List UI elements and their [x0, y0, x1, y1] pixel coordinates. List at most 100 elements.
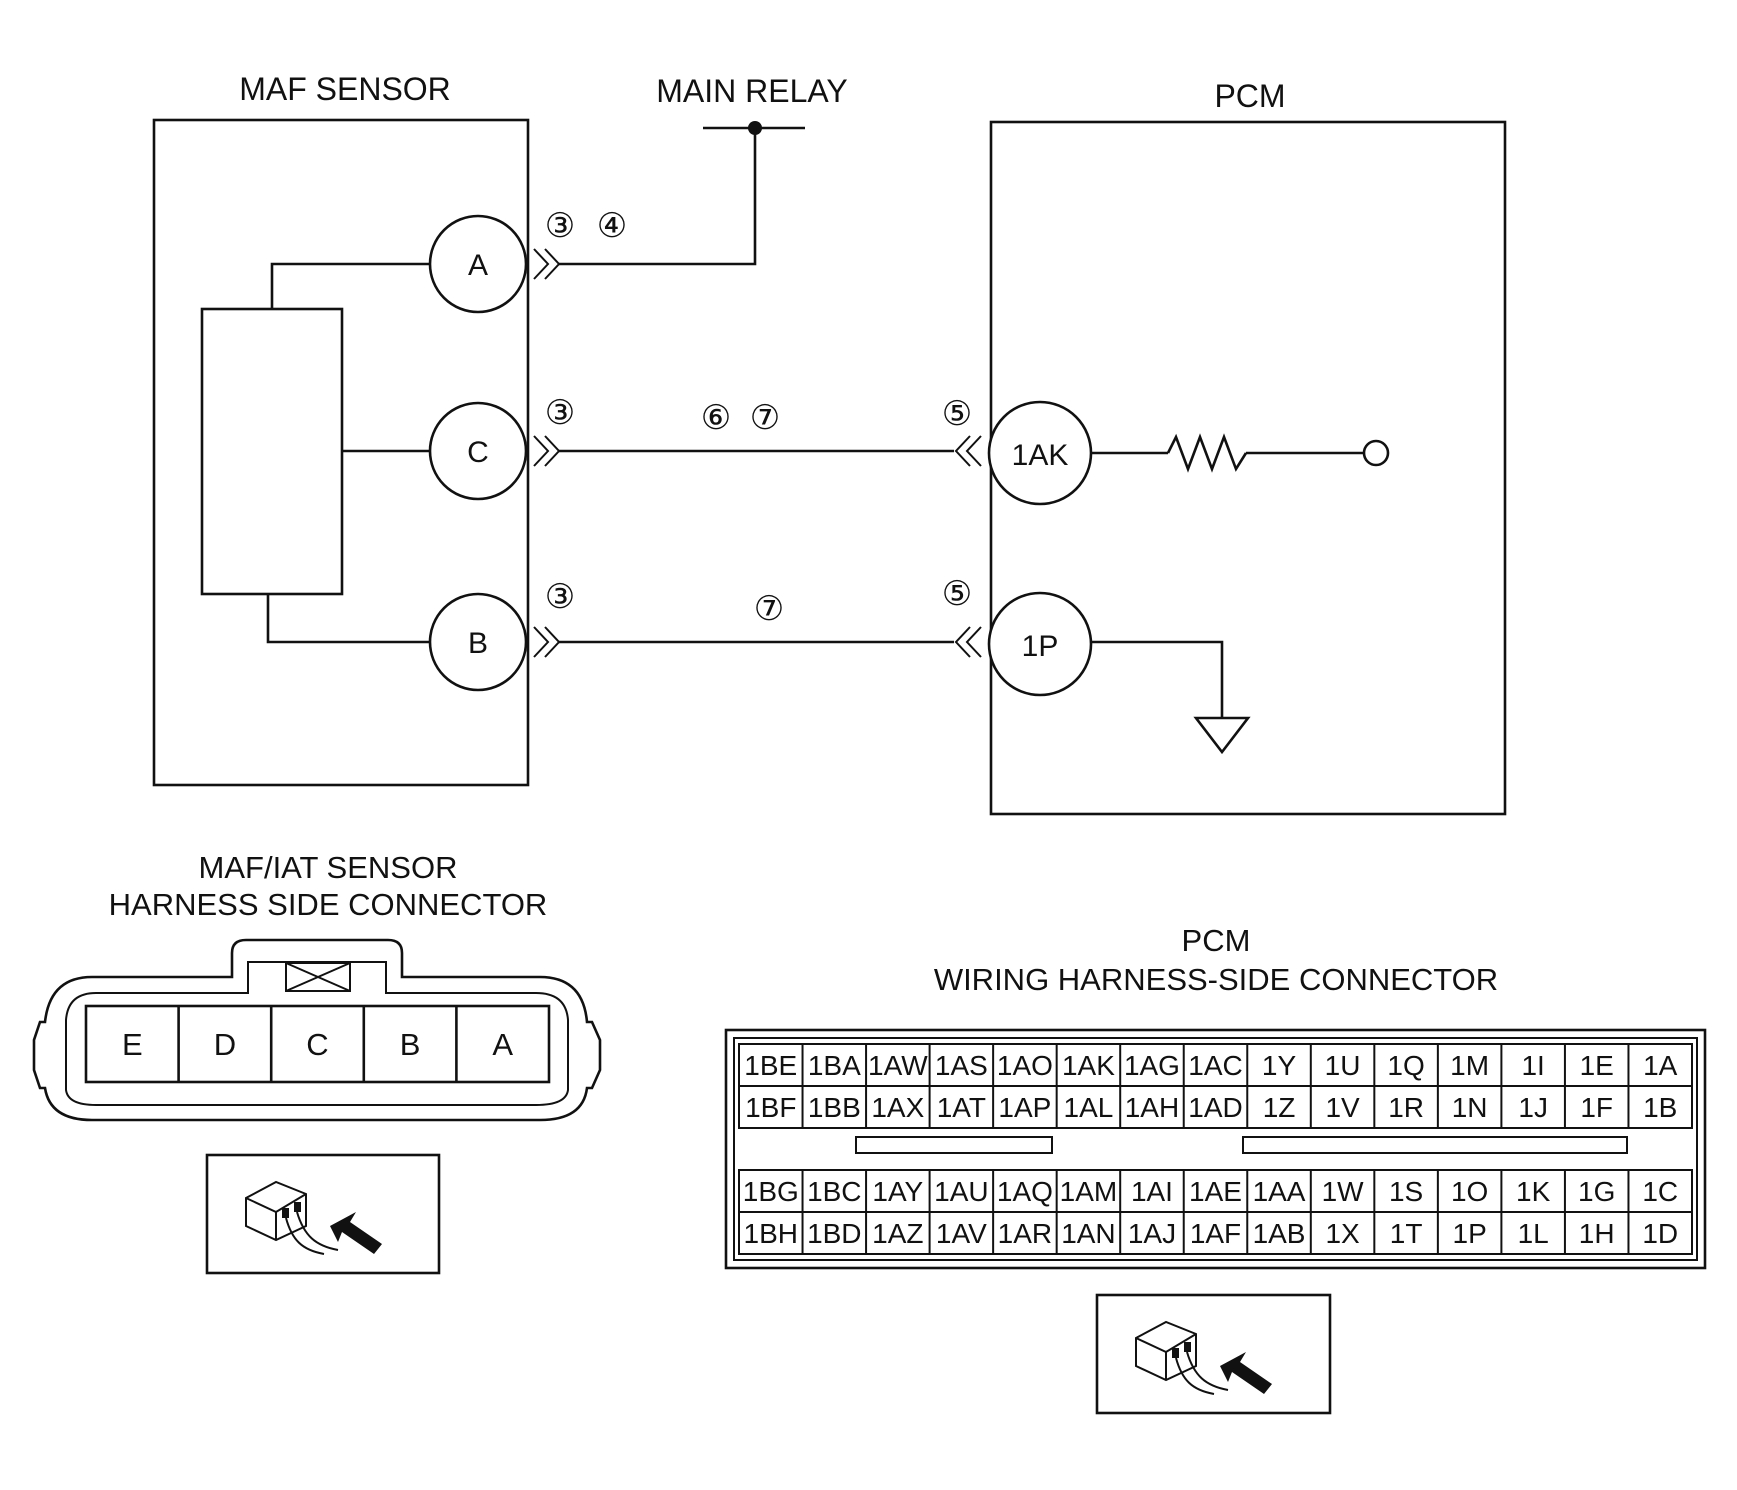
- pcm-connector-pin-1w: 1W: [1322, 1176, 1365, 1207]
- ref-3-c: ③: [545, 394, 575, 432]
- pcm-connector-pin-1d: 1D: [1642, 1218, 1678, 1249]
- ref-3-a: ③: [545, 207, 575, 245]
- maf-sensor-title: MAF SENSOR: [239, 71, 451, 107]
- ground-icon: [1193, 716, 1251, 755]
- resistor-icon: [1166, 433, 1248, 473]
- pcm-connector-mark-1ak: [954, 435, 982, 467]
- pcm-connector-title-line2: WIRING HARNESS-SIDE CONNECTOR: [934, 962, 1498, 997]
- wire-main-relay-to-a: [559, 128, 757, 266]
- pcm-connector-pin-1k: 1K: [1516, 1176, 1551, 1207]
- pcm-connector-pin-1bg: 1BG: [743, 1176, 799, 1207]
- pcm-connector-pin-1bh: 1BH: [744, 1218, 798, 1249]
- maf-connector-title-line1: MAF/IAT SENSOR: [199, 850, 458, 885]
- maf-connector-mark-b: [533, 626, 561, 658]
- pcm-connector-pin-1ap: 1AP: [998, 1092, 1051, 1123]
- pcm-connector-view-box: [1095, 1293, 1332, 1415]
- pcm-connector-pin-1af: 1AF: [1190, 1218, 1241, 1249]
- pcm-connector-pin-1aa: 1AA: [1253, 1176, 1306, 1207]
- maf-connector-pin-b: B: [400, 1027, 421, 1062]
- maf-connector-pin-c: C: [306, 1027, 328, 1062]
- pcm-connector-pin-1ab: 1AB: [1253, 1218, 1306, 1249]
- pcm-connector-pin-1n: 1N: [1452, 1092, 1488, 1123]
- pcm-connector-pin-1r: 1R: [1388, 1092, 1424, 1123]
- ref-7-c: ⑦: [750, 399, 780, 437]
- maf-terminal-a: A: [428, 214, 528, 314]
- pcm-terminal-1p: 1P: [987, 591, 1093, 697]
- maf-terminal-b: B: [428, 592, 528, 692]
- ref-4-a: ④: [597, 207, 627, 245]
- ref-3-b: ③: [545, 578, 575, 616]
- pcm-connector-pin-1av: 1AV: [936, 1218, 987, 1249]
- pcm-wire-1p-ground: [1091, 640, 1224, 718]
- maf-connector-pin-a: A: [492, 1027, 513, 1062]
- maf-connector-mark-a: [533, 248, 561, 280]
- pcm-connector-pin-1ae: 1AE: [1189, 1176, 1242, 1207]
- pcm-terminal-1ak: 1AK: [987, 400, 1093, 506]
- pcm-connector-pin-1f: 1F: [1580, 1092, 1613, 1123]
- pcm-connector-pin-1as: 1AS: [935, 1050, 988, 1081]
- pcm-connector-pin-1m: 1M: [1450, 1050, 1489, 1081]
- pcm-connector-pin-1g: 1G: [1578, 1176, 1615, 1207]
- maf-terminal-a-label: A: [468, 249, 488, 282]
- pcm-terminal-1ak-label: 1AK: [1012, 439, 1069, 472]
- maf-connector-view-box: [205, 1153, 441, 1275]
- pcm-terminal-1p-label: 1P: [1022, 630, 1059, 663]
- maf-internal-wire-a: [270, 262, 430, 309]
- pcm-connector-pin-1ad: 1AD: [1188, 1092, 1242, 1123]
- connector-view-icon: [245, 1180, 382, 1255]
- pcm-connector-pin-1ax: 1AX: [871, 1092, 924, 1123]
- pcm-connector-pin-1au: 1AU: [934, 1176, 988, 1207]
- pcm-connector-pin-1p: 1P: [1453, 1218, 1487, 1249]
- maf-connector-mark-c: [533, 435, 561, 467]
- main-relay-title: MAIN RELAY: [656, 73, 847, 109]
- maf-connector-pin-e: E: [122, 1027, 143, 1062]
- pcm-connector-title-line1: PCM: [1182, 923, 1251, 958]
- pcm-connector-pin-1az: 1AZ: [872, 1218, 923, 1249]
- maf-terminal-c: C: [428, 401, 528, 501]
- pcm-connector-pin-1s: 1S: [1389, 1176, 1423, 1207]
- pcm-connector-pin-1ay: 1AY: [872, 1176, 923, 1207]
- maf-terminal-b-label: B: [468, 627, 488, 660]
- pcm-connector-pin-1a: 1A: [1643, 1050, 1678, 1081]
- maf-internal-wire-b: [266, 594, 430, 644]
- pcm-connector-pin-1j: 1J: [1518, 1092, 1548, 1123]
- pcm-connector-pin-1t: 1T: [1390, 1218, 1423, 1249]
- pcm-connector-pin-1v: 1V: [1325, 1092, 1360, 1123]
- pcm-connector-pin-1bf: 1BF: [745, 1092, 796, 1123]
- pcm-connector-pin-1y: 1Y: [1262, 1050, 1297, 1081]
- ref-5-b: ⑤: [942, 575, 972, 613]
- pcm-connector-pin-1b: 1B: [1643, 1092, 1677, 1123]
- pcm-connector-pin-1z: 1Z: [1263, 1092, 1296, 1123]
- pcm-connector-pin-1ai: 1AI: [1131, 1176, 1173, 1207]
- pcm-connector-pin-1aj: 1AJ: [1128, 1218, 1176, 1249]
- pcm-connector-pin-1ba: 1BA: [808, 1050, 861, 1081]
- maf-terminal-c-label: C: [467, 436, 489, 469]
- pcm-harness-connector: [724, 1028, 1707, 1270]
- pcm-title: PCM: [1214, 78, 1285, 114]
- ref-7-b: ⑦: [754, 590, 784, 628]
- pcm-connector-pin-1at: 1AT: [937, 1092, 986, 1123]
- pcm-connector-pin-1e: 1E: [1580, 1050, 1614, 1081]
- pcm-connector-pin-1q: 1Q: [1387, 1050, 1424, 1081]
- pcm-connector-pin-1ac: 1AC: [1188, 1050, 1242, 1081]
- pcm-connector-pin-1am: 1AM: [1060, 1176, 1118, 1207]
- pcm-connector-pin-1ah: 1AH: [1125, 1092, 1179, 1123]
- maf-sensor-element: [200, 307, 344, 596]
- reference-voltage-terminal-icon: [1362, 439, 1390, 467]
- maf-connector-title-line2: HARNESS SIDE CONNECTOR: [109, 887, 548, 922]
- pcm-connector-pin-1bc: 1BC: [807, 1176, 861, 1207]
- ref-5-c: ⑤: [942, 395, 972, 433]
- ref-6-c: ⑥: [701, 399, 731, 437]
- pcm-connector-pin-1ar: 1AR: [998, 1218, 1052, 1249]
- pcm-connector-pin-1o: 1O: [1451, 1176, 1488, 1207]
- maf-sensor-box: [152, 118, 530, 787]
- pcm-connector-pin-1al: 1AL: [1064, 1092, 1114, 1123]
- pcm-connector-pin-1i: 1I: [1521, 1050, 1544, 1081]
- connector-view-icon: [1135, 1320, 1272, 1395]
- pcm-connector-pin-1ao: 1AO: [997, 1050, 1053, 1081]
- pcm-connector-pin-1aw: 1AW: [868, 1050, 928, 1081]
- pcm-connector-mark-1p: [954, 626, 982, 658]
